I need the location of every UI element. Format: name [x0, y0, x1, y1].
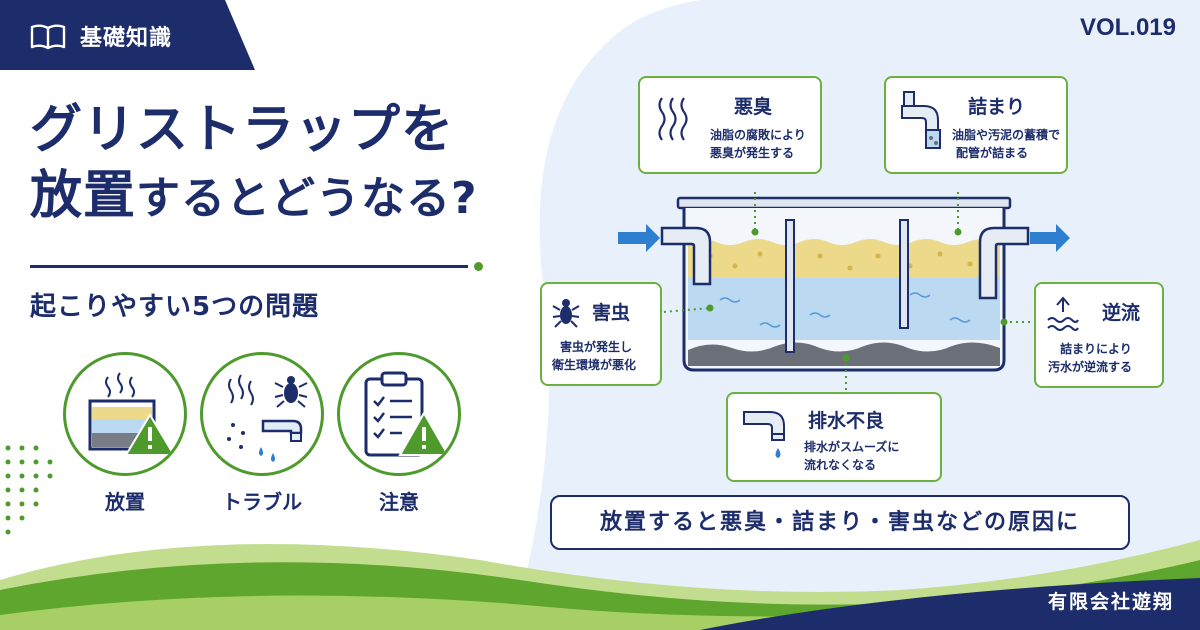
grease-trap-diagram: [618, 190, 1070, 390]
summary-label: 放置: [105, 490, 145, 514]
problem-description-line: 排水がスムーズに: [804, 440, 900, 454]
title-line-1: グリストラップを: [30, 100, 455, 160]
problem-title: 詰まり: [968, 96, 1026, 118]
volume-number: VOL.019: [1079, 14, 1176, 41]
summary-item-neglect: 放置: [60, 352, 190, 515]
summary-item-caution: 注意: [334, 352, 464, 515]
company-name: 有限会社遊翔: [1047, 591, 1174, 613]
pipe-clog-icon: [901, 91, 941, 149]
problem-odor-card: 悪臭 油脂の腐敗により 悪臭が発生する: [638, 76, 822, 174]
problem-description-line: 流れなくなる: [804, 458, 877, 472]
problem-description-line: 配管が詰まる: [956, 146, 1029, 160]
summary-item-trouble: トラブル: [197, 352, 327, 515]
problem-backflow-card: 逆流 詰まりにより 汚水が逆流する: [1034, 282, 1164, 388]
title-line-2: 放置するとどうなる?: [30, 162, 550, 233]
problem-description: 詰まりにより 汚水が逆流する: [1048, 340, 1132, 376]
summary-label: 注意: [379, 490, 419, 514]
problem-description-line: 詰まりにより: [1060, 342, 1132, 356]
problem-title: 排水不良: [808, 410, 885, 432]
bug-icon: [552, 299, 580, 328]
clipboard-warning-icon: [337, 352, 461, 476]
problem-drainage-card: 排水不良 排水がスムーズに 流れなくなる: [726, 392, 942, 482]
problem-description-line: 悪臭が発生する: [710, 146, 795, 160]
problem-title: 悪臭: [734, 96, 773, 118]
divider-dot: [474, 262, 483, 271]
title-rest: するとどうなる?: [136, 173, 478, 224]
problem-description-line: 汚水が逆流する: [1048, 360, 1133, 374]
problem-description-line: 油脂や汚泥の蓄積で: [952, 128, 1061, 142]
category-tag: [0, 0, 255, 70]
book-icon: [30, 24, 66, 50]
problem-description: 油脂の腐敗により 悪臭が発生する: [710, 126, 806, 162]
problem-title: 害虫: [592, 302, 631, 324]
faucet-drip-icon: [743, 411, 785, 458]
inflow-arrow: [618, 224, 660, 252]
problem-description: 油脂や汚泥の蓄積で 配管が詰まる: [952, 126, 1060, 162]
outflow-arrow: [1030, 224, 1070, 252]
problem-description: 害虫が発生し 衛生環境が悪化: [552, 338, 636, 374]
title-divider: [30, 265, 468, 268]
dot-pattern: [5, 445, 53, 535]
problem-title: 逆流: [1102, 302, 1141, 324]
category-label: 基礎知識: [80, 26, 173, 51]
problem-description-line: 害虫が発生し: [560, 340, 633, 354]
subtitle: 起こりやすい5つの問題: [30, 292, 320, 322]
odor-icon: [658, 97, 688, 141]
problem-pests-card: 害虫 害虫が発生し 衛生環境が悪化: [540, 282, 662, 386]
bottom-wave: [0, 540, 1200, 630]
trouble-icon: [200, 352, 324, 476]
summary-banner: 放置すると悪臭・詰まり・害虫などの原因に: [550, 495, 1130, 550]
backflow-icon: [1047, 296, 1079, 331]
page-title: グリストラップを 放置するとどうなる?: [30, 98, 550, 233]
title-keyword: 放置: [30, 166, 137, 226]
problem-description-line: 油脂の腐敗により: [710, 128, 806, 142]
summary-label: トラブル: [222, 490, 302, 514]
problem-description: 排水がスムーズに 流れなくなる: [804, 438, 899, 474]
grease-trap-warning-icon: [63, 352, 187, 476]
problem-description-line: 衛生環境が悪化: [552, 358, 637, 372]
problem-clog-card: 詰まり 油脂や汚泥の蓄積で 配管が詰まる: [884, 76, 1068, 174]
